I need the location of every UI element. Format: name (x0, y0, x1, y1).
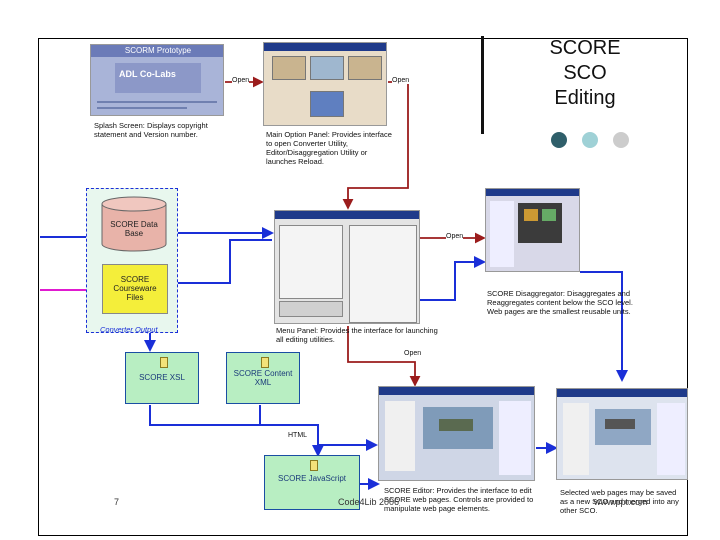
splash-screen-image: SCORM Prototype ADL Co-Labs (90, 44, 224, 116)
slide-frame (38, 38, 688, 536)
edge-label-open-2: Open (392, 77, 410, 84)
javascript-node: SCORE JavaScript (264, 455, 360, 510)
disaggregator-caption: SCORE Disaggregator: Disaggregates and R… (487, 289, 633, 316)
js-file-icon (310, 460, 318, 471)
edge-courseware-menu (168, 239, 272, 284)
splash-caption: Splash Screen: Displays copyright statem… (94, 121, 208, 139)
page-number: 7 (114, 497, 120, 507)
database-label: SCORE Data Base (110, 220, 158, 238)
splash-logo: ADL Co-Labs (119, 69, 176, 79)
disaggregator-image (485, 188, 580, 272)
database-node (101, 196, 167, 252)
xml-file-icon (261, 357, 269, 368)
menu-panel-image (274, 210, 420, 324)
menu-panel-caption: Menu Panel: Provides the interface for l… (276, 326, 438, 344)
courseware-node (102, 264, 168, 314)
edge-menu-editor (347, 326, 421, 387)
footer-right-text: www.ppt.com (594, 497, 648, 507)
xsl-node: SCORE XSL (125, 352, 199, 404)
courseware-label: SCORE Courseware Files (113, 275, 157, 302)
selected-pages-image (556, 388, 688, 480)
edge-to-editor (317, 425, 378, 451)
main-panel-image (263, 42, 387, 126)
editor-image (378, 386, 535, 481)
footer-left-text: Code4Lib 2006 (338, 497, 400, 507)
content-xml-node: SCORE Content XML (226, 352, 300, 404)
converter-output-label: Converter Output (100, 325, 158, 334)
edge-label-html: HTML (288, 432, 308, 439)
edge-label-open-3: Open (446, 233, 464, 240)
edge-menu-disagg-blue (420, 256, 486, 301)
main-panel-caption: Main Option Panel: Provides interface to… (266, 130, 392, 166)
dot-dark (551, 132, 567, 148)
title-divider (481, 36, 484, 134)
editor-caption: SCORE Editor: Provides the interface to … (384, 486, 534, 513)
selected-pages-caption: Selected web pages may be saved as a new… (560, 488, 679, 515)
edge-xsl-js (149, 405, 324, 457)
dot-grey (613, 132, 629, 148)
edge-label-open-1: Open (232, 77, 250, 84)
slide-title: SCORE SCO Editing (549, 37, 621, 109)
dot-light (582, 132, 598, 148)
edge-disagg-selected (580, 271, 628, 382)
edge-label-open-4: Open (404, 350, 422, 357)
splash-title: SCORM Prototype (91, 45, 223, 57)
xsl-file-icon (160, 357, 168, 368)
